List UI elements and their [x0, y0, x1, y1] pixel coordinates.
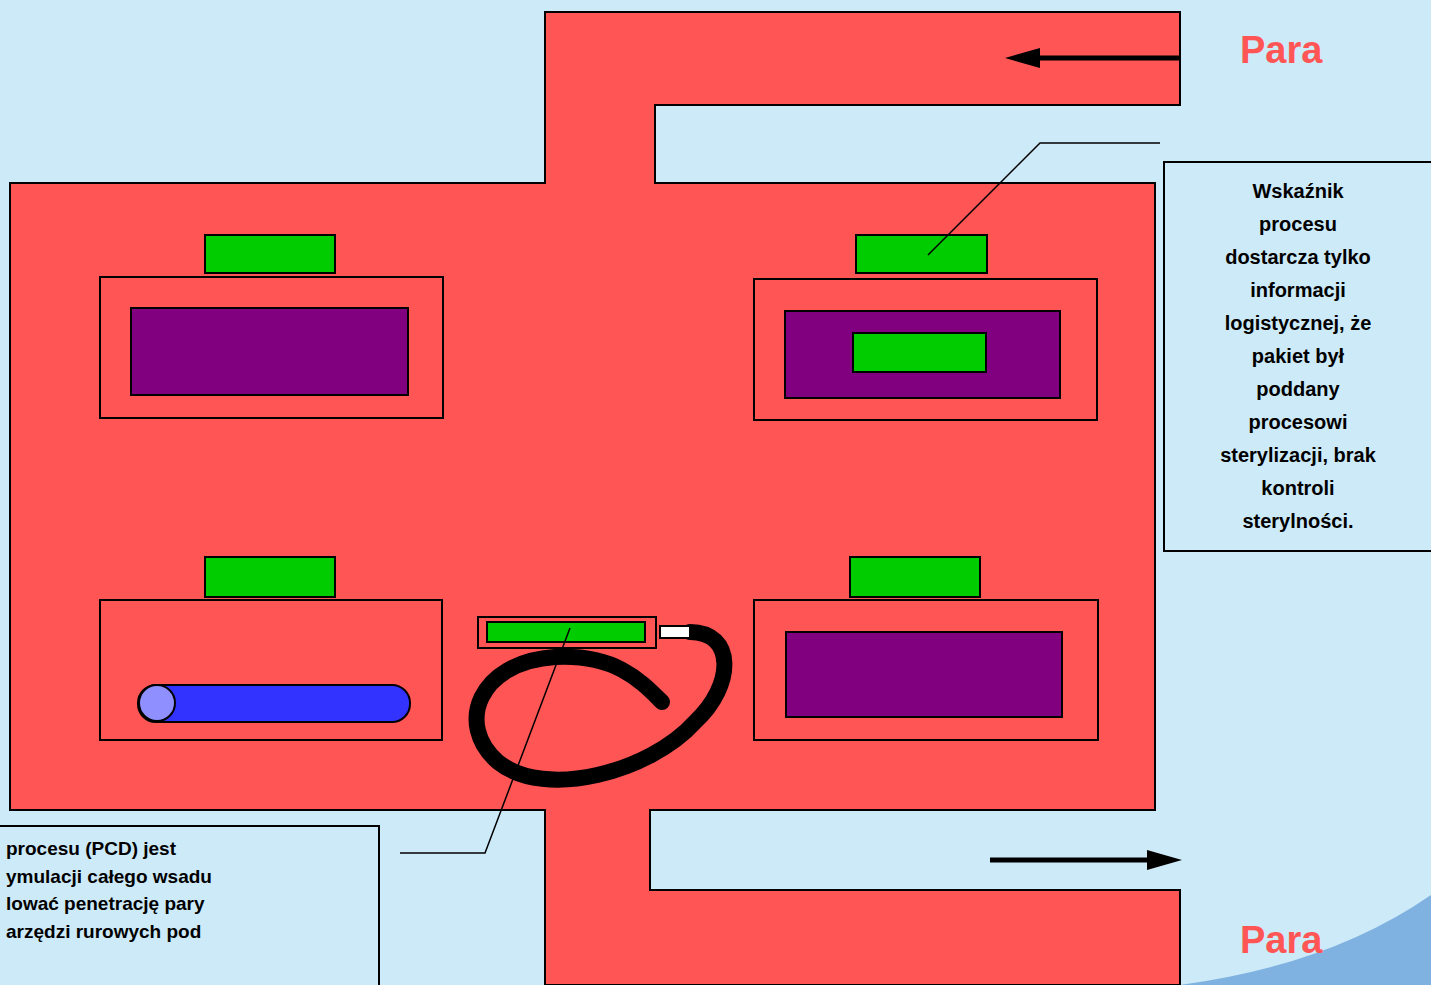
- callout-text: Wskaźnik procesu dostarcza tylko informa…: [1213, 175, 1383, 538]
- tube-opening: [139, 685, 175, 721]
- process-indicator: [856, 235, 987, 273]
- process-indicator: [205, 557, 335, 597]
- package-content: [131, 308, 408, 395]
- package-content: [786, 632, 1062, 717]
- pcd-plug: [660, 626, 690, 638]
- process-indicator: [205, 235, 335, 273]
- callout-text: procesu (PCD) jest ymulacji całego wsadu…: [6, 835, 250, 945]
- leader-line: [928, 143, 1160, 255]
- package: [100, 600, 442, 740]
- package-content: [785, 311, 1060, 398]
- package: [754, 600, 1098, 740]
- steam-label: Para: [1240, 918, 1322, 962]
- pcd-hose: [477, 632, 725, 780]
- process-indicator: [850, 557, 980, 597]
- decor-swoosh: [1180, 895, 1431, 985]
- steam-arrow: [1025, 56, 1180, 61]
- steam-arrow: [990, 858, 1160, 863]
- leader-line: [400, 628, 570, 853]
- indicator-callout: Wskaźnik procesu dostarcza tylko informa…: [1163, 161, 1431, 552]
- pcd-callout: procesu (PCD) jest ymulacji całego wsadu…: [0, 825, 380, 985]
- package: [100, 277, 443, 418]
- tubular-instrument: [138, 685, 410, 722]
- internal-indicator: [853, 333, 986, 372]
- steam-label: Para: [1240, 28, 1322, 72]
- pcd-body: [478, 617, 656, 648]
- steam-arrowhead: [1147, 850, 1182, 870]
- package: [754, 279, 1097, 420]
- steam-arrowhead: [1005, 48, 1040, 68]
